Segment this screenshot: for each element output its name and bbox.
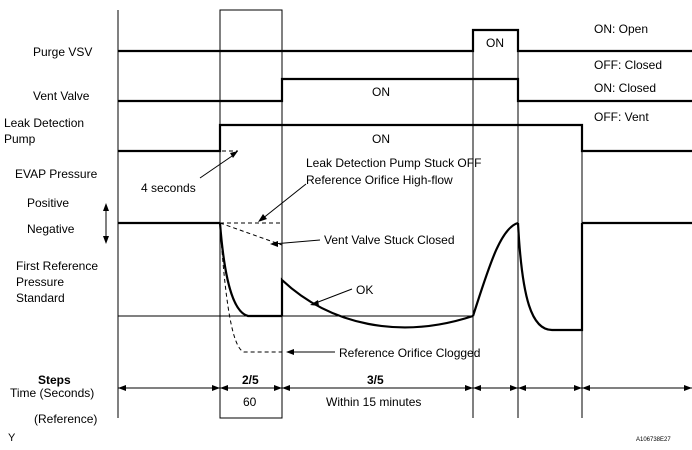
time-label: Time (Seconds)	[10, 386, 94, 400]
reference-label: (Reference)	[34, 412, 97, 426]
ref-label-3: Standard	[16, 291, 65, 305]
pos-arrowhead	[103, 203, 109, 211]
stuck-off-label-2: Reference Orifice High-flow	[306, 173, 453, 187]
vent-valve-trace	[118, 77, 692, 103]
step-2-box	[219, 9, 283, 419]
vent-stuck-arrowhead	[270, 241, 278, 247]
step-3-label: 3/5	[367, 373, 384, 387]
axis-arrow-10	[574, 385, 582, 391]
vent-stuck-dashed-line	[219, 222, 283, 246]
stuck-off-arrowhead	[258, 214, 267, 222]
ref-pressure-curve	[218, 222, 282, 318]
purge-vsv-trace	[118, 28, 692, 53]
purge-on-label: ON	[486, 36, 504, 50]
stuck-off-leader	[261, 183, 307, 220]
off-vent-label: OFF: Vent	[594, 110, 649, 124]
ref-label-2: Pressure	[16, 275, 64, 289]
ref-label-1: First Reference	[16, 259, 98, 273]
step-2-label: 2/5	[242, 373, 259, 387]
axis-arrow-5	[282, 385, 290, 391]
on-open-label: ON: Open	[594, 22, 648, 36]
axis-arrow-1	[118, 385, 126, 391]
stuck-off-label-1: Leak Detection Pump Stuck OFF	[306, 156, 481, 170]
ok-curve	[280, 277, 474, 329]
purge-recovery-curve	[471, 221, 519, 317]
positive-label: Positive	[27, 196, 69, 210]
steps-label: Steps	[38, 373, 71, 387]
axis-arrow-12	[684, 385, 692, 391]
negative-label: Negative	[27, 222, 75, 236]
leak-pump-label-2: Pump	[4, 132, 36, 146]
ok-arrowhead	[310, 300, 319, 306]
axis-arrow-6	[465, 385, 473, 391]
post-check-curve	[516, 222, 584, 332]
axis-arrow-2	[212, 385, 220, 391]
orifice-clogged-label: Reference Orifice Clogged	[339, 346, 480, 360]
four-seconds-label: 4 seconds	[141, 181, 196, 195]
off-closed-label: OFF: Closed	[594, 58, 662, 72]
evap-pressure-label: EVAP Pressure	[15, 167, 98, 181]
vent-on-label: ON	[372, 85, 390, 99]
axis-arrow-9	[518, 385, 526, 391]
ok-leader	[312, 288, 353, 305]
four-seconds-arrowhead	[230, 151, 238, 158]
pump-on-label: ON	[372, 132, 390, 146]
vent-stuck-label: Vent Valve Stuck Closed	[324, 233, 455, 247]
leak-pump-label-1: Leak Detection	[4, 116, 84, 130]
figure-code: A106738E27	[636, 437, 671, 443]
vent-stuck-leader	[272, 239, 321, 245]
axis-arrow-11	[582, 385, 590, 391]
axis-arrow-8	[510, 385, 518, 391]
on-closed-label: ON: Closed	[594, 81, 656, 95]
four-seconds-leader	[199, 153, 236, 179]
purge-vsv-label: Purge VSV	[33, 45, 92, 59]
corner-y-mark: Y	[8, 432, 16, 444]
axis-arrow-3	[220, 385, 228, 391]
orifice-clogged-arrowhead	[286, 349, 294, 355]
axis-arrow-4	[274, 385, 282, 391]
leak-pump-trace	[118, 123, 692, 153]
neg-arrowhead	[103, 236, 109, 244]
ok-label: OK	[356, 283, 373, 297]
axis-arrow-7	[473, 385, 481, 391]
vent-valve-label: Vent Valve	[33, 89, 90, 103]
time-60-label: 60	[243, 395, 257, 409]
within-15-label: Within 15 minutes	[326, 395, 421, 409]
